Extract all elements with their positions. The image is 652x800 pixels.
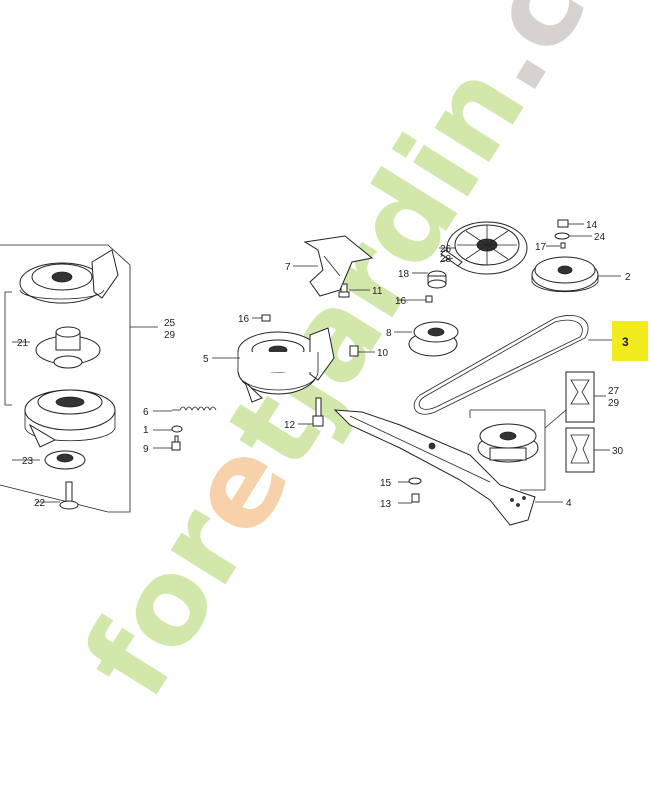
center-clutch-5 bbox=[237, 327, 335, 403]
callout-6: 6 bbox=[143, 407, 149, 418]
belt-3 bbox=[413, 315, 589, 415]
callout-1: 1 bbox=[143, 425, 149, 436]
idler-pulley-8 bbox=[408, 321, 459, 357]
leader-lines bbox=[153, 223, 621, 504]
svg-text:foretjardin.com: foretjardin.com bbox=[57, 0, 652, 720]
blade-4 bbox=[333, 409, 536, 526]
callout-14: 14 bbox=[586, 220, 598, 231]
callout-10: 10 bbox=[377, 348, 389, 359]
callout-5: 5 bbox=[203, 354, 209, 365]
pulley-2 bbox=[531, 256, 599, 293]
callout-26: 26 bbox=[440, 244, 452, 255]
pulley-detail-27-29-30 bbox=[544, 371, 595, 473]
callout-21: 21 bbox=[17, 338, 29, 349]
hardware bbox=[171, 219, 570, 503]
callout-30: 30 bbox=[612, 446, 624, 457]
callout-28: 28 bbox=[440, 254, 452, 265]
callout-12: 12 bbox=[284, 420, 296, 431]
callout-13: 13 bbox=[380, 499, 392, 510]
callout-18: 18 bbox=[398, 269, 410, 280]
callout-29b: 29 bbox=[608, 398, 620, 409]
callout-24: 24 bbox=[594, 232, 606, 243]
callout-4: 4 bbox=[566, 498, 572, 509]
callout-15: 15 bbox=[380, 478, 392, 489]
callout-27: 27 bbox=[608, 386, 620, 397]
callout-23: 23 bbox=[22, 456, 34, 467]
callout-3: 3 bbox=[622, 335, 629, 349]
callout-labels: 1 2 4 5 6 7 8 9 10 11 12 13 14 15 16 16 … bbox=[17, 220, 631, 510]
callout-8: 8 bbox=[386, 328, 392, 339]
callout-17: 17 bbox=[535, 242, 547, 253]
callout-2: 2 bbox=[625, 272, 631, 283]
callout-25: 25 bbox=[164, 318, 176, 329]
callout-29a: 29 bbox=[164, 330, 176, 341]
callout-22: 22 bbox=[34, 498, 46, 509]
spring-6 bbox=[172, 406, 217, 411]
watermark: foretjardin.com bbox=[57, 0, 652, 720]
callout-9: 9 bbox=[143, 444, 149, 455]
lower-pulley bbox=[469, 409, 546, 491]
callout-7: 7 bbox=[285, 262, 291, 273]
callout-16b: 16 bbox=[395, 296, 407, 307]
pulley-26 bbox=[440, 221, 528, 275]
callout-11: 11 bbox=[372, 286, 383, 297]
left-clutch-assembly bbox=[0, 244, 158, 513]
bracket-7 bbox=[303, 235, 374, 297]
bushing-18 bbox=[427, 270, 447, 289]
highlight-callout-3[interactable]: 3 bbox=[612, 321, 648, 361]
callout-16a: 16 bbox=[238, 314, 250, 325]
